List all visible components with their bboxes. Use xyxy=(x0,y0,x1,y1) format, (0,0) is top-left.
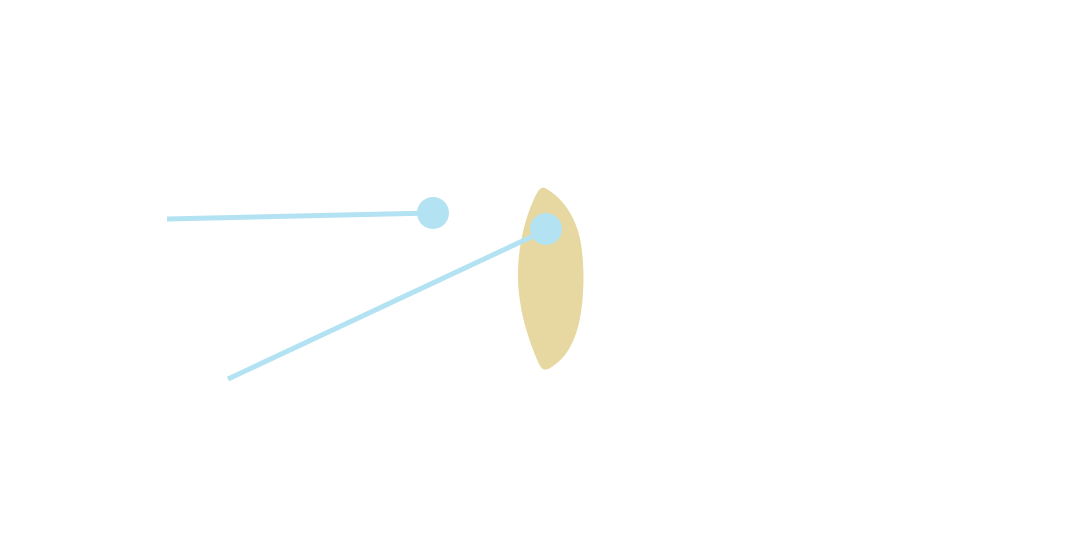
upper-ray xyxy=(166,210,434,222)
lower-point xyxy=(530,213,562,245)
upper-point xyxy=(417,197,449,229)
lower-ray xyxy=(226,227,548,382)
